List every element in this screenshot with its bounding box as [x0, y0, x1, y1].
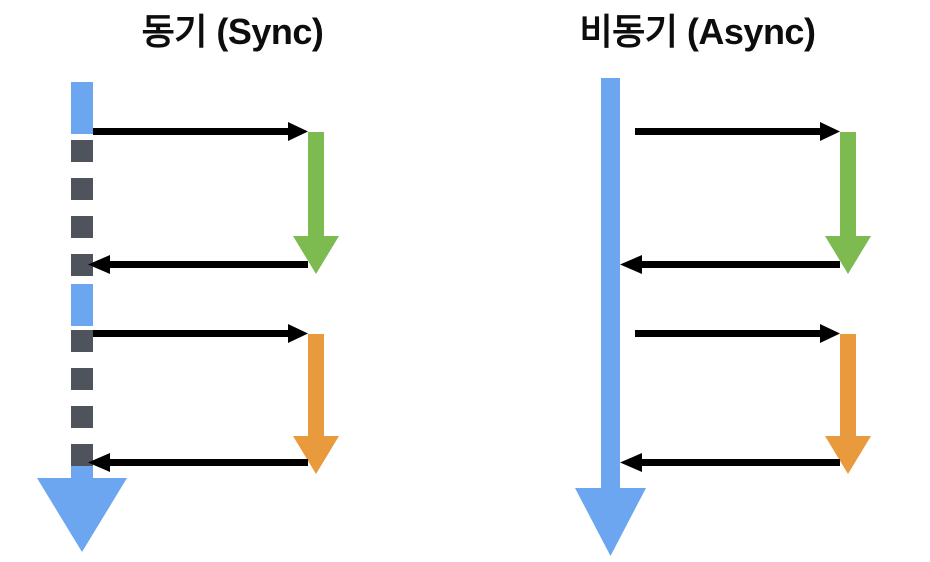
panel-sync: 동기 (Sync)	[37, 11, 339, 552]
async-caller-lifeline	[575, 78, 646, 556]
sync-blocked-square-6	[71, 368, 93, 390]
sync-return-arrow-2-head-icon	[88, 453, 110, 472]
async-call-arrow-1-shaft	[635, 128, 820, 135]
sync-blocked-square-3	[71, 216, 93, 238]
sync-task-green-arrowhead-icon	[293, 236, 339, 274]
async-lifeline-arrowhead-icon	[575, 488, 646, 556]
sync-active-segment-1	[71, 82, 93, 134]
sync-call-arrow-2-shaft	[93, 330, 288, 337]
sync-call-arrow-1-shaft	[93, 128, 288, 135]
sync-blocked-square-4	[71, 254, 93, 276]
async-task-orange-bar	[840, 334, 856, 440]
panel-async: 비동기 (Async)	[465, 0, 930, 562]
panel-sync-title: 동기 (Sync)	[141, 11, 324, 52]
async-call-arrow-2-head-icon	[820, 324, 840, 343]
sync-task-orange-arrowhead-icon	[293, 436, 339, 474]
sync-task-green	[293, 132, 339, 274]
sync-task-green-bar	[308, 132, 324, 240]
sync-return-arrow-1	[88, 255, 308, 274]
sync-return-arrow-1-head-icon	[88, 255, 110, 274]
panel-async-title: 비동기 (Async)	[579, 11, 816, 52]
sync-blocked-square-5	[71, 330, 93, 352]
async-return-arrow-2	[620, 453, 840, 472]
async-return-arrow-2-shaft	[642, 459, 840, 466]
async-return-arrow-1-head-icon	[620, 255, 642, 274]
async-task-green	[825, 132, 871, 274]
sync-task-orange-bar	[308, 334, 324, 440]
sync-call-arrow-1	[93, 122, 308, 141]
sync-blocked-square-8	[71, 444, 93, 466]
async-call-arrow-1-head-icon	[820, 122, 840, 141]
async-call-arrow-2	[635, 324, 840, 343]
async-task-orange-arrowhead-icon	[825, 436, 871, 474]
sync-messages	[88, 122, 308, 472]
sync-call-arrow-1-head-icon	[288, 122, 308, 141]
panel-sync-graphic	[37, 82, 339, 552]
async-return-arrow-2-head-icon	[620, 453, 642, 472]
sync-task-orange	[293, 334, 339, 474]
sync-caller-lifeline	[37, 82, 127, 552]
async-call-arrow-2-shaft	[635, 330, 820, 337]
sync-blocked-square-2	[71, 178, 93, 200]
sync-blocked-square-7	[71, 406, 93, 428]
async-messages	[620, 122, 840, 472]
sync-call-arrow-2-head-icon	[288, 324, 308, 343]
async-call-arrow-1	[635, 122, 840, 141]
sync-call-arrow-2	[93, 324, 308, 343]
async-task-green-bar	[840, 132, 856, 240]
async-return-arrow-1-shaft	[642, 261, 840, 268]
sync-active-segment-2	[71, 284, 93, 326]
async-task-orange	[825, 334, 871, 474]
sync-return-arrow-1-shaft	[110, 261, 308, 268]
sync-return-arrow-2-shaft	[110, 459, 308, 466]
async-active-segment-1	[601, 78, 620, 488]
panel-async-graphic	[575, 78, 871, 556]
async-task-green-arrowhead-icon	[825, 236, 871, 274]
sync-lifeline-arrowhead-icon	[37, 466, 127, 552]
async-return-arrow-1	[620, 255, 840, 274]
sync-blocked-square-1	[71, 140, 93, 162]
sync-return-arrow-2	[88, 453, 308, 472]
